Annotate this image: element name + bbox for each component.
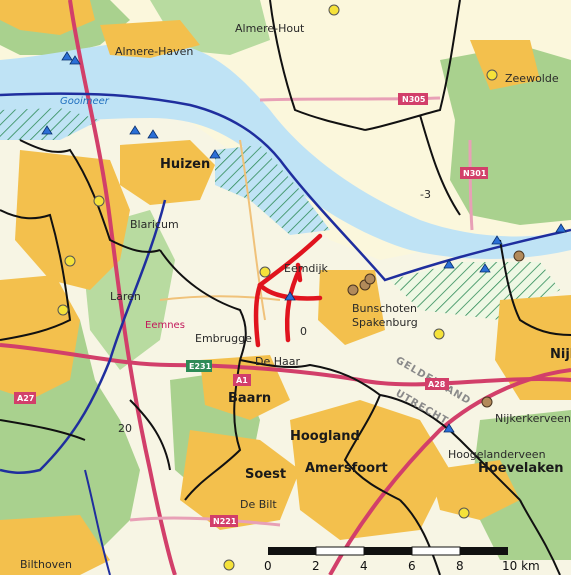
urban-soest	[180, 430, 300, 530]
triangle-marker	[147, 129, 159, 139]
label-number-minus3: -3	[420, 188, 431, 201]
label-eemnes: Eemnes	[145, 320, 185, 331]
province-border-west	[0, 199, 167, 474]
label-almere-haven: Almere-Haven	[115, 45, 193, 58]
circle-marker	[486, 69, 498, 81]
label-huizen: Huizen	[160, 157, 210, 172]
label-embrugge: Embrugge	[195, 332, 252, 345]
label-de-haar: De Haar	[255, 355, 300, 368]
road-shield-a1: A1	[233, 374, 251, 386]
scale-tick-10km: 10 km	[502, 559, 540, 573]
triangle-marker	[443, 259, 455, 269]
circle-marker	[433, 328, 445, 340]
road-shield-e231: E231	[186, 360, 212, 372]
label-baarn: Baarn	[228, 391, 271, 406]
urban-hoevelaken	[430, 460, 520, 520]
svg-text:E231: E231	[189, 362, 212, 371]
label-zeewolde: Zeewolde	[505, 72, 559, 85]
label-de-bilt: De Bilt	[240, 498, 277, 511]
triangle-marker	[41, 125, 53, 135]
circle-marker	[93, 195, 105, 207]
triangle-marker	[284, 291, 296, 301]
circle-marker	[57, 304, 69, 316]
circle-marker	[223, 559, 235, 571]
svg-text:A27: A27	[17, 394, 34, 403]
road-shield-n305: N305	[398, 93, 428, 105]
highway-a27	[68, 0, 177, 575]
label-hoogelanderveen: Hoogelanderveen	[448, 448, 546, 461]
label-bunschoten: Bunschoten	[352, 302, 417, 315]
label-amersfoort: Amersfoort	[305, 461, 388, 476]
label-hoevelaken: Hoevelaken	[478, 461, 564, 476]
svg-text:N301: N301	[463, 169, 487, 178]
label-spakenburg: Spakenburg	[352, 316, 418, 329]
road-shield-n301: N301	[460, 167, 488, 179]
triangle-marker	[209, 149, 221, 159]
circle-marker	[364, 273, 376, 285]
forest-flevoland-east	[440, 45, 571, 225]
urban-baarn	[200, 355, 290, 420]
svg-text:A1: A1	[236, 376, 248, 385]
triangle-marker	[69, 55, 81, 65]
label-gooimeer: Gooimeer	[60, 96, 110, 107]
label-soest: Soest	[245, 467, 286, 482]
nature-hatch-gooimeer	[0, 108, 100, 140]
urban-laren-blaricum	[15, 150, 130, 290]
triangle-marker	[479, 263, 491, 273]
svg-text:A28: A28	[428, 380, 446, 389]
circle-marker	[458, 507, 470, 519]
label-bilthoven: Bilthoven	[20, 558, 72, 571]
triangle-markers	[41, 51, 567, 433]
circle-markers-brown	[347, 250, 525, 408]
triangle-marker	[61, 51, 73, 61]
label-laren: Laren	[110, 290, 141, 303]
highway-a1	[0, 343, 571, 387]
province-border-south	[84, 469, 111, 575]
circle-marker	[347, 284, 359, 296]
label-hoogland: Hoogland	[290, 429, 360, 444]
urban-huizen	[120, 140, 215, 205]
circle-marker	[328, 4, 340, 16]
svg-text:N305: N305	[402, 95, 426, 104]
label-number-0: 0	[300, 325, 307, 338]
road-shield-a27: A27	[14, 392, 36, 404]
svg-text:N221: N221	[213, 517, 237, 526]
gooimeer-water	[0, 41, 571, 259]
road-n221	[129, 516, 281, 527]
scale-tick-2: 2	[312, 559, 320, 573]
label-nijkerkerveen: Nijkerkerveen	[495, 412, 571, 425]
road-n301	[468, 139, 474, 231]
label-eemdijk: Eemdijk	[284, 262, 329, 275]
label-number-20: 20	[118, 422, 132, 435]
province-border-north	[0, 92, 571, 282]
scale-tick-8: 8	[456, 559, 464, 573]
triangle-marker	[443, 423, 455, 433]
label-blaricum: Blaricum	[130, 218, 179, 231]
circle-marker	[64, 255, 76, 267]
planned-route	[253, 233, 323, 348]
circle-markers-yellow	[57, 4, 498, 571]
scale-tick-6: 6	[408, 559, 416, 573]
label-almere-hout: Almere-Hout	[235, 22, 305, 35]
triangle-marker	[129, 125, 141, 135]
triangle-marker	[555, 223, 567, 233]
scale-bar: 0 2 4 6 8 10 km	[264, 546, 540, 573]
circle-marker	[259, 266, 271, 278]
circle-marker	[481, 396, 493, 408]
scale-tick-4: 4	[360, 559, 368, 573]
urban-bilthoven	[0, 515, 110, 575]
forest-south-east	[470, 410, 571, 560]
triangle-marker	[491, 235, 503, 245]
scale-tick-0: 0	[264, 559, 272, 573]
urban-amersfoort	[290, 400, 450, 540]
highway-a28	[328, 368, 571, 575]
circle-marker	[513, 250, 525, 262]
road-local-2	[159, 295, 281, 301]
road-shield-n221: N221	[210, 515, 238, 527]
urban-almere-haven	[100, 20, 200, 58]
road-shield-a28: A28	[425, 378, 449, 390]
label-nijkerk: Nijk	[550, 347, 571, 362]
